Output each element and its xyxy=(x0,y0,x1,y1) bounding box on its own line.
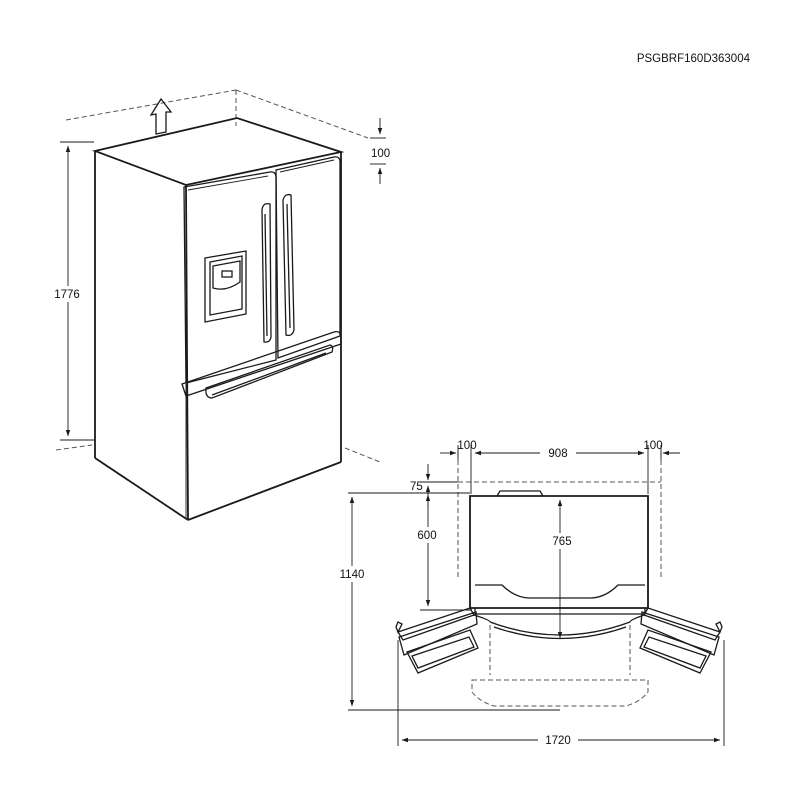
clearance-envelope xyxy=(55,89,381,463)
door-depth-label: 600 xyxy=(417,530,436,542)
up-arrow-icon xyxy=(149,97,173,135)
plan-cabinet xyxy=(469,490,649,615)
width-label: 908 xyxy=(548,448,567,460)
fridge-door-handles xyxy=(261,193,295,343)
side-clearance-lines xyxy=(457,452,662,580)
plan-left-door xyxy=(395,607,491,674)
height-dimension: 1776 xyxy=(50,141,94,441)
body-depth-label: 765 xyxy=(552,536,571,548)
back-gap-dimension: 75 xyxy=(410,464,431,508)
body-depth-dimension: 765 xyxy=(547,499,577,639)
refrigerator-cabinet xyxy=(91,117,345,521)
plan-freezer-drawer xyxy=(471,625,649,707)
left-clearance-label: 100 xyxy=(457,440,476,452)
back-gap-label: 75 xyxy=(410,481,423,493)
width-dimensions: 908 100 100 xyxy=(440,440,680,494)
right-fridge-door xyxy=(275,156,341,359)
top-clearance-label: 100 xyxy=(371,148,390,160)
perspective-view: 1776 100 xyxy=(50,89,390,521)
total-width-dimension: 1720 xyxy=(397,640,725,748)
total-depth-label: 1140 xyxy=(340,569,365,581)
plan-view: 908 100 100 75 600 765 1140 xyxy=(335,440,725,748)
right-clearance-label: 100 xyxy=(643,440,662,452)
left-fridge-door xyxy=(183,171,277,384)
top-clearance-dimension: 100 xyxy=(370,118,390,184)
total-width-label: 1720 xyxy=(545,735,571,747)
water-dispenser xyxy=(204,250,247,323)
total-depth-dimension: 1140 xyxy=(335,496,369,707)
door-depth-dimension: 600 xyxy=(412,485,442,607)
freezer-drawer xyxy=(181,330,342,518)
plan-right-door xyxy=(629,607,723,674)
height-label: 1776 xyxy=(54,289,80,301)
product-code: PSGBRF160D363004 xyxy=(637,53,751,65)
